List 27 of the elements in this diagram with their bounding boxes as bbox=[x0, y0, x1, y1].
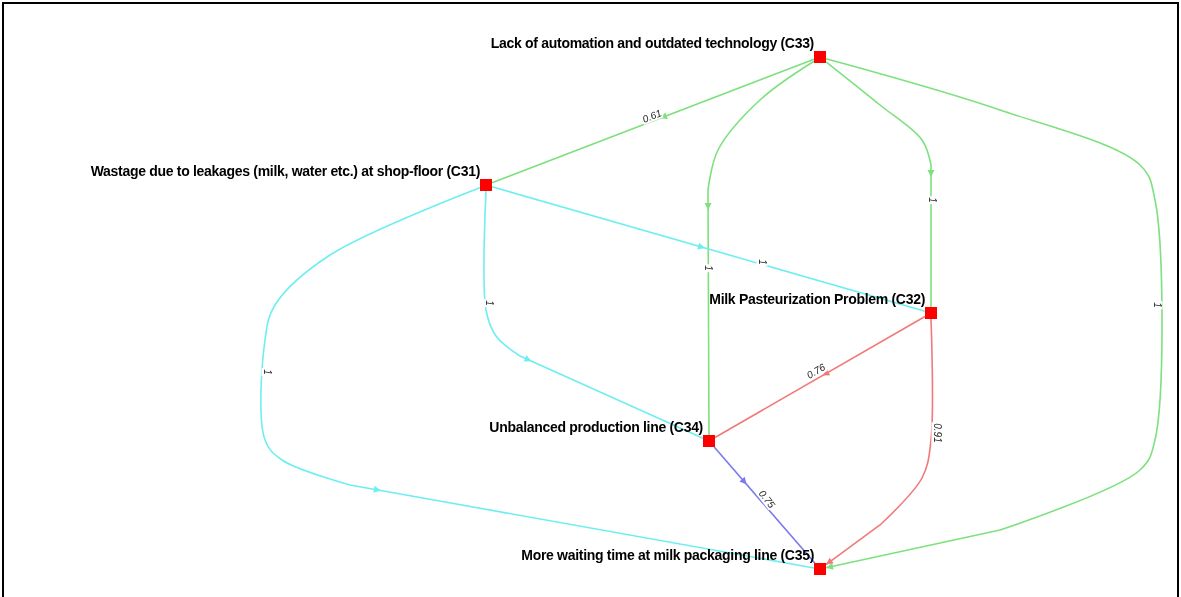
arrow bbox=[491, 185, 926, 313]
node-marker bbox=[703, 435, 715, 447]
node-label: More waiting time at milk packaging line (C35) bbox=[521, 547, 814, 563]
edge-label: 0.91 bbox=[931, 422, 943, 444]
edge-label: 1 bbox=[926, 196, 938, 204]
arrow bbox=[260, 186, 815, 569]
edge-label: 1 bbox=[261, 368, 273, 376]
edge-label: 1 bbox=[1151, 301, 1163, 309]
edge-label: 1 bbox=[483, 299, 495, 307]
edge-label: 1 bbox=[756, 258, 768, 266]
arrow bbox=[704, 60, 815, 436]
arrow bbox=[713, 446, 816, 564]
edge-label: 0.61 bbox=[640, 106, 664, 126]
arrow bbox=[825, 57, 1163, 570]
arrow bbox=[491, 58, 815, 184]
arrow bbox=[825, 318, 934, 566]
edge-label: 1 bbox=[702, 264, 714, 272]
node-label: Lack of automation and outdated technology (C33) bbox=[490, 35, 814, 51]
node-label: Wastage due to leakages (milk, water etc.) at shop-floor (C31) bbox=[90, 163, 480, 179]
node-marker bbox=[480, 179, 492, 191]
node-marker bbox=[814, 563, 826, 575]
arrow bbox=[825, 61, 935, 308]
node-marker bbox=[814, 51, 826, 63]
arrow bbox=[714, 315, 926, 439]
node-label: Milk Pasteurization Problem (C32) bbox=[709, 291, 925, 307]
arrow bbox=[483, 190, 704, 440]
node-marker bbox=[925, 307, 937, 319]
